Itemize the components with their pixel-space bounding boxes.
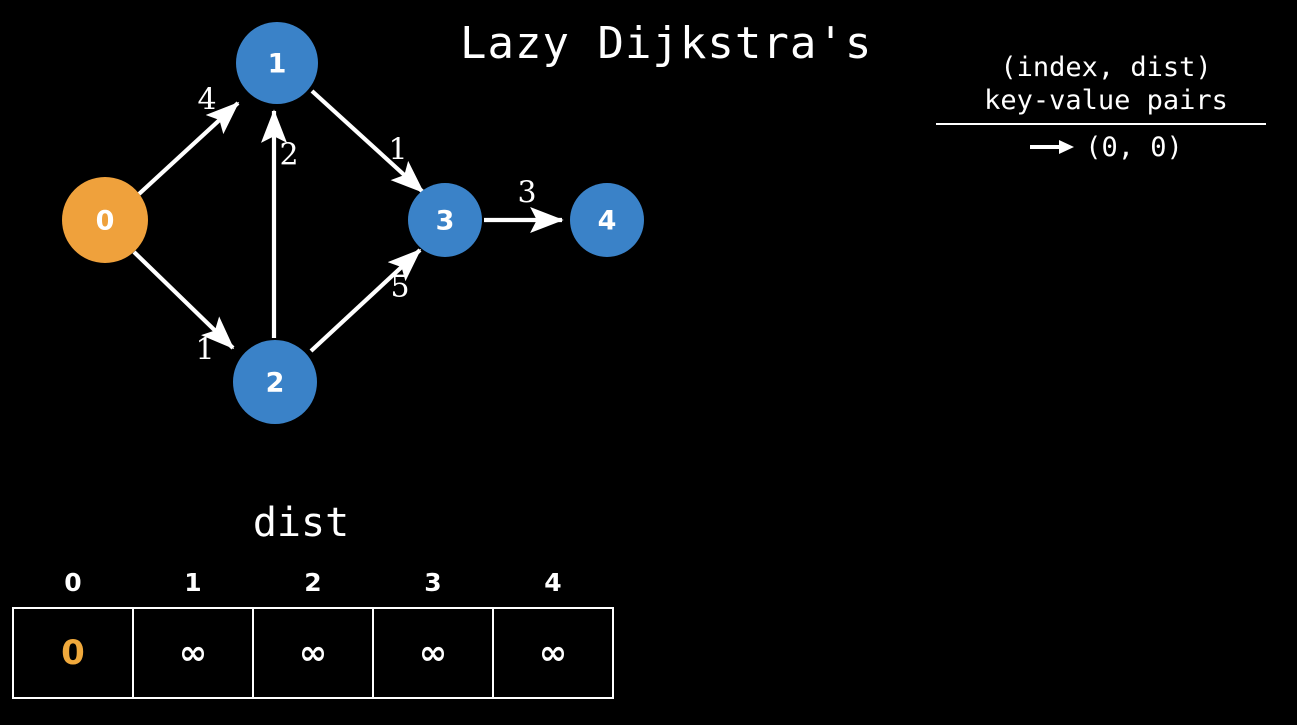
edge-3-4: 3	[484, 176, 564, 234]
dist-cell-2: ∞	[252, 607, 374, 699]
dist-table-value-row: 0 ∞ ∞ ∞ ∞	[12, 607, 614, 699]
dist-table-header-row: 0 1 2 3 4	[13, 565, 613, 608]
dist-array: 0 1 2 3 4 0 ∞ ∞ ∞ ∞	[12, 565, 614, 699]
dist-header-2: 2	[304, 567, 322, 597]
edge-weight-0-1: 4	[197, 83, 216, 118]
edge-0-2: 1	[132, 250, 235, 368]
edge-weight-2-1: 2	[279, 138, 298, 173]
graph-node-3[interactable]: 3	[408, 183, 482, 257]
graph-node-2-label: 2	[266, 368, 285, 399]
legend-line-description: key-value pairs	[984, 84, 1228, 116]
legend-divider	[936, 122, 1266, 125]
legend: (index, dist) key-value pairs (0, 0)	[936, 52, 1276, 163]
dist-cell-0: 0	[12, 607, 134, 699]
dist-header-1: 1	[184, 567, 202, 597]
graph-node-4[interactable]: 4	[570, 183, 644, 257]
dist-cell-1: ∞	[132, 607, 254, 699]
dist-header-4: 4	[544, 567, 562, 597]
edge-2-3: 5	[309, 248, 422, 353]
dist-header-3: 3	[424, 567, 442, 597]
graph-node-4-label: 4	[598, 206, 617, 237]
dist-table: 0 1 2 3 4 0 ∞ ∞ ∞ ∞	[12, 565, 614, 699]
right-arrow-icon	[1029, 137, 1075, 157]
edge-weight-1-3: 1	[388, 133, 407, 168]
dist-header-0: 0	[64, 567, 82, 597]
graph-node-2[interactable]: 2	[233, 340, 317, 424]
edge-1-3: 1	[310, 89, 425, 194]
dist-cell-3: ∞	[372, 607, 494, 699]
legend-key-value-pair: (0, 0)	[1085, 131, 1183, 163]
graph-node-0-label: 0	[96, 206, 115, 237]
graph-node-0[interactable]: 0	[62, 177, 148, 263]
dist-cell-4: ∞	[492, 607, 614, 699]
edge-0-1: 4	[137, 83, 240, 196]
edge-weight-3-4: 3	[517, 176, 536, 211]
legend-line-format: (index, dist)	[1000, 52, 1212, 83]
edge-2-1: 2	[260, 109, 299, 338]
page-title: Lazy Dijkstra's	[460, 18, 873, 69]
graph-node-1-label: 1	[268, 49, 287, 80]
dist-array-title: dist	[252, 500, 350, 546]
legend-entry-row: (0, 0)	[936, 132, 1276, 163]
edge-weight-2-3: 5	[390, 270, 409, 305]
graph-node-3-label: 3	[436, 206, 455, 237]
edge-weight-0-2: 1	[195, 333, 214, 368]
graph-node-1[interactable]: 1	[236, 22, 318, 104]
